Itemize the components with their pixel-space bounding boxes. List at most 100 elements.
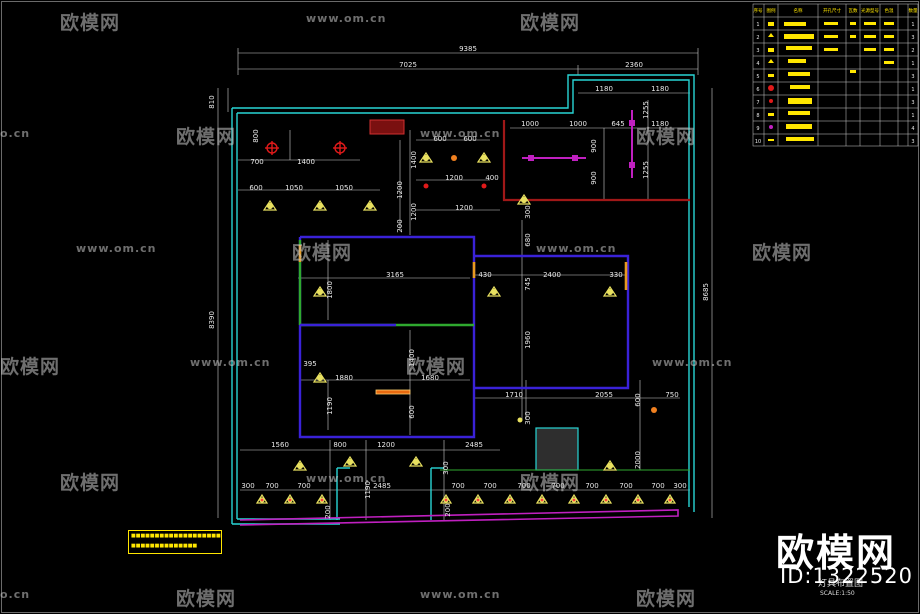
svg-text:1: 1 [911, 22, 914, 28]
partitions [298, 235, 630, 439]
svg-text:1200: 1200 [377, 441, 395, 449]
svg-text:700: 700 [265, 482, 278, 490]
svg-text:1180: 1180 [595, 85, 613, 93]
svg-text:4: 4 [756, 61, 759, 67]
svg-text:3: 3 [911, 100, 914, 106]
right-room-walls [502, 120, 690, 202]
red-ceiling-fixtures [265, 141, 347, 155]
svg-text:1560: 1560 [271, 441, 289, 449]
track-light-marks [528, 120, 635, 168]
note-box: ■■■■■■■■■■■■■■■■■■■■ ■■■■■■■■■■■■■■ [128, 530, 222, 554]
legend-grid [752, 3, 919, 147]
dim-left-height: 8390 [208, 311, 216, 329]
svg-text:2055: 2055 [595, 391, 613, 399]
svg-text:600: 600 [463, 135, 476, 143]
svg-text:1: 1 [756, 22, 759, 28]
note-line: ■■■■■■■■■■■■■■ [131, 543, 198, 549]
svg-text:700: 700 [651, 482, 664, 490]
dim-left-width: 7025 [399, 61, 417, 69]
svg-text:1680: 1680 [421, 374, 439, 382]
dimension-lines [217, 48, 713, 520]
svg-text:700: 700 [551, 482, 564, 490]
svg-text:1050: 1050 [285, 184, 303, 192]
orange-strip-light [375, 389, 411, 395]
svg-text:3165: 3165 [386, 271, 404, 279]
svg-text:1200: 1200 [455, 204, 473, 212]
svg-text:430: 430 [478, 271, 491, 279]
svg-text:数量: 数量 [909, 7, 918, 14]
svg-text:300: 300 [442, 461, 450, 474]
svg-text:800: 800 [333, 441, 346, 449]
svg-text:3: 3 [756, 48, 759, 54]
svg-text:700: 700 [619, 482, 632, 490]
svg-text:300: 300 [524, 205, 532, 218]
svg-text:1000: 1000 [569, 120, 587, 128]
downlights [262, 151, 618, 471]
svg-text:300: 300 [673, 482, 686, 490]
dim-right-width: 2360 [625, 61, 643, 69]
svg-text:1190: 1190 [364, 481, 372, 499]
svg-text:300: 300 [524, 411, 532, 424]
svg-text:680: 680 [524, 233, 532, 246]
svg-text:1200: 1200 [410, 203, 418, 221]
svg-text:1255: 1255 [642, 161, 650, 179]
svg-text:900: 900 [590, 139, 598, 152]
legend-symbols [768, 22, 894, 141]
svg-text:1400: 1400 [297, 158, 315, 166]
svg-text:8: 8 [756, 113, 759, 119]
bottom-row-dims: 300 700 700 700 700 700 700 700 700 700 … [241, 482, 686, 490]
svg-text:750: 750 [665, 391, 678, 399]
svg-text:色温: 色温 [885, 7, 894, 14]
svg-text:5: 5 [756, 74, 759, 80]
svg-text:800: 800 [252, 129, 260, 142]
svg-text:700: 700 [585, 482, 598, 490]
dimension-labels: 9385 7025 2360 810 8390 8685 1180 1180 1… [208, 45, 710, 519]
svg-text:开孔尺寸: 开孔尺寸 [823, 7, 841, 14]
note-line: ■■■■■■■■■■■■■■■■■■■■ [131, 533, 221, 539]
svg-text:瓦数: 瓦数 [849, 7, 858, 14]
svg-text:1710: 1710 [505, 391, 523, 399]
svg-text:745: 745 [524, 277, 532, 290]
svg-text:600: 600 [249, 184, 262, 192]
svg-text:700: 700 [297, 482, 310, 490]
svg-text:10: 10 [755, 139, 761, 145]
svg-text:1200: 1200 [445, 174, 463, 182]
svg-text:3: 3 [911, 74, 914, 80]
small-lights [423, 155, 657, 423]
svg-text:1255: 1255 [642, 101, 650, 119]
legend-counts: 1 3 2 1 3 1 3 1 4 3 [911, 22, 914, 145]
svg-text:2400: 2400 [543, 271, 561, 279]
svg-text:2485: 2485 [465, 441, 483, 449]
svg-text:3: 3 [911, 35, 914, 41]
svg-text:1050: 1050 [335, 184, 353, 192]
svg-text:1400: 1400 [408, 349, 416, 367]
svg-text:6: 6 [756, 87, 759, 93]
brand-logo-text: 欧模网 [776, 531, 897, 575]
svg-text:700: 700 [250, 158, 263, 166]
svg-text:9: 9 [756, 126, 759, 132]
top-red-block [369, 119, 405, 135]
svg-text:600: 600 [408, 405, 416, 418]
svg-text:645: 645 [611, 120, 624, 128]
svg-text:700: 700 [483, 482, 496, 490]
svg-text:1190: 1190 [326, 397, 334, 415]
svg-text:1180: 1180 [651, 120, 669, 128]
svg-text:700: 700 [451, 482, 464, 490]
brand-id: ID:1322520 [780, 564, 913, 588]
svg-text:1200: 1200 [396, 181, 404, 199]
svg-text:7: 7 [756, 100, 759, 106]
drawing-title: 灯具布置图 [818, 579, 864, 589]
svg-text:200: 200 [396, 219, 404, 232]
bottom-rail [239, 509, 679, 526]
svg-text:395: 395 [303, 360, 316, 368]
svg-text:700: 700 [517, 482, 530, 490]
dim-top-offset: 810 [208, 95, 216, 108]
svg-text:600: 600 [433, 135, 446, 143]
svg-text:2485: 2485 [373, 482, 391, 490]
svg-text:1880: 1880 [335, 374, 353, 382]
svg-text:1400: 1400 [410, 151, 418, 169]
svg-text:1000: 1000 [521, 120, 539, 128]
svg-text:600: 600 [634, 393, 642, 406]
svg-text:2: 2 [911, 48, 914, 54]
